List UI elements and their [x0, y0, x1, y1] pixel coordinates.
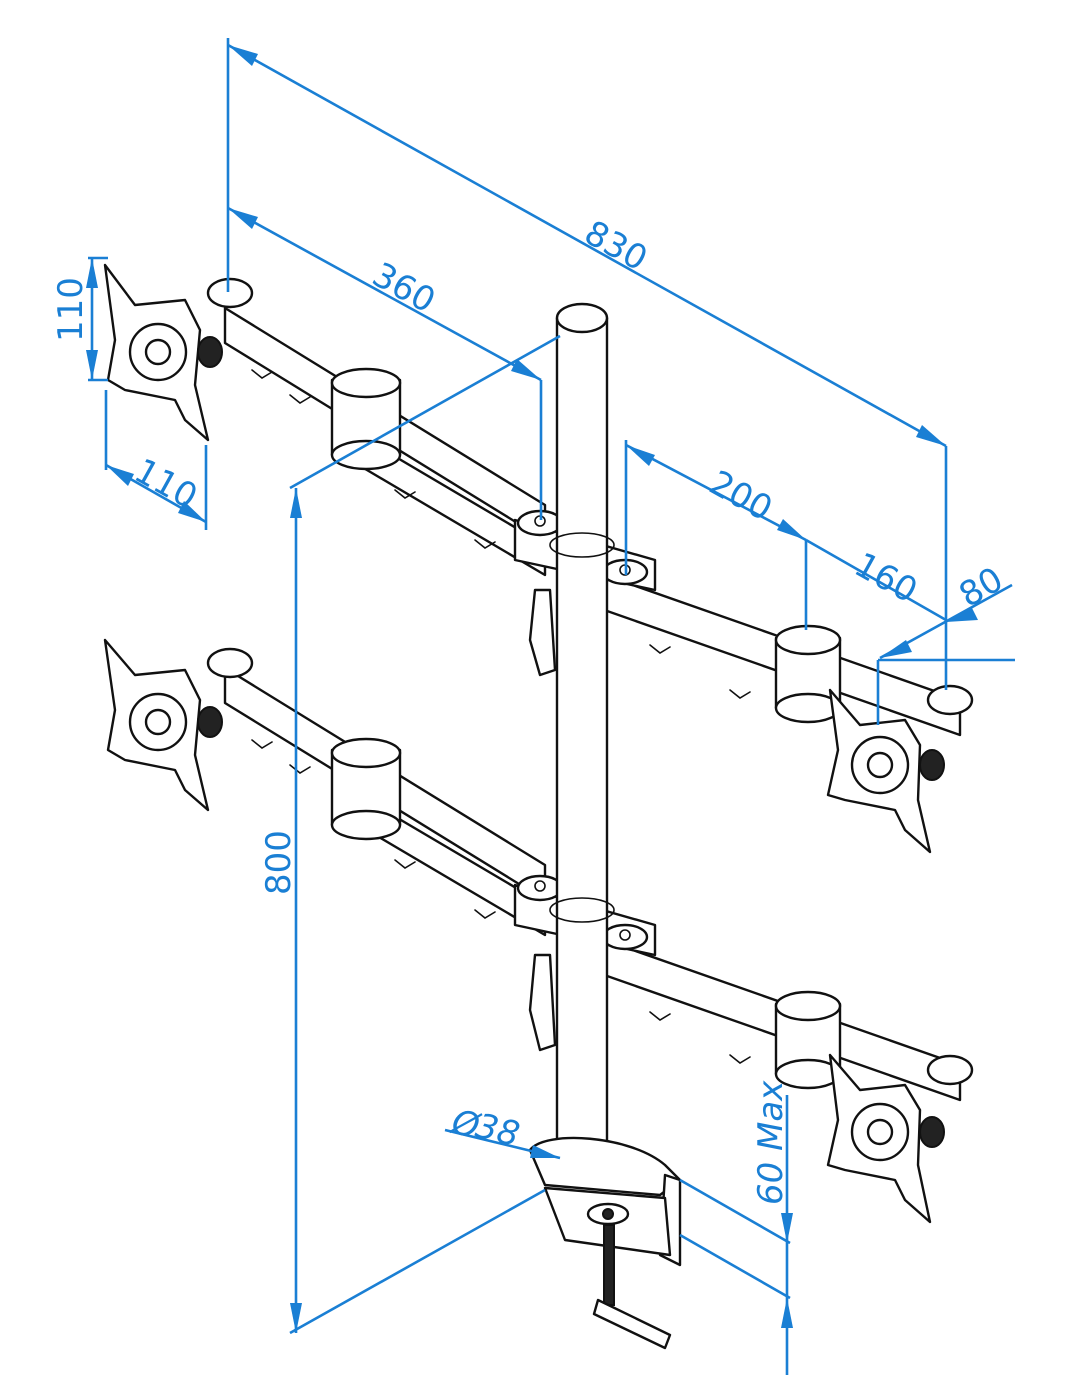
dimension-360-label: 360 [366, 255, 442, 321]
lower-lever-handle [528, 953, 557, 1052]
lower-arm-clips [251, 739, 751, 1064]
upper-right-vesa-plate [826, 684, 974, 854]
upper-right-elbow-cup [774, 624, 842, 724]
lower-arm-assembly [223, 666, 962, 1102]
dimension-80-label: 80 [953, 560, 1010, 616]
dimension-160: 160 [805, 538, 947, 622]
monitor-mount-drawing [103, 263, 974, 1350]
upper-left-elbow-cup [330, 367, 402, 471]
lower-right-vesa-plate [826, 1053, 974, 1224]
dimension-830-label: 830 [578, 213, 654, 279]
upper-lever-handle [528, 588, 557, 677]
dimension-800-label: 800 [259, 830, 299, 895]
dimension-800: 800 [259, 334, 561, 1335]
dimension-60-max: 60 Max [679, 1080, 793, 1375]
dimension-110-vertical-label: 110 [51, 277, 91, 342]
upper-left-vesa-plate [103, 263, 254, 442]
vertical-pole [549, 302, 615, 1182]
dimension-110-horizontal-label: 110 [128, 451, 204, 517]
upper-arm-assembly [223, 306, 962, 737]
lower-right-elbow-cup [774, 990, 842, 1090]
dimension-110-vertical: 110 [51, 256, 108, 382]
desk-clamp [528, 1136, 682, 1350]
dimension-60-max-label: 60 Max [751, 1080, 791, 1205]
upper-arm-clips [251, 369, 751, 699]
lower-left-vesa-plate [103, 638, 254, 812]
lower-left-elbow-cup [330, 737, 402, 841]
